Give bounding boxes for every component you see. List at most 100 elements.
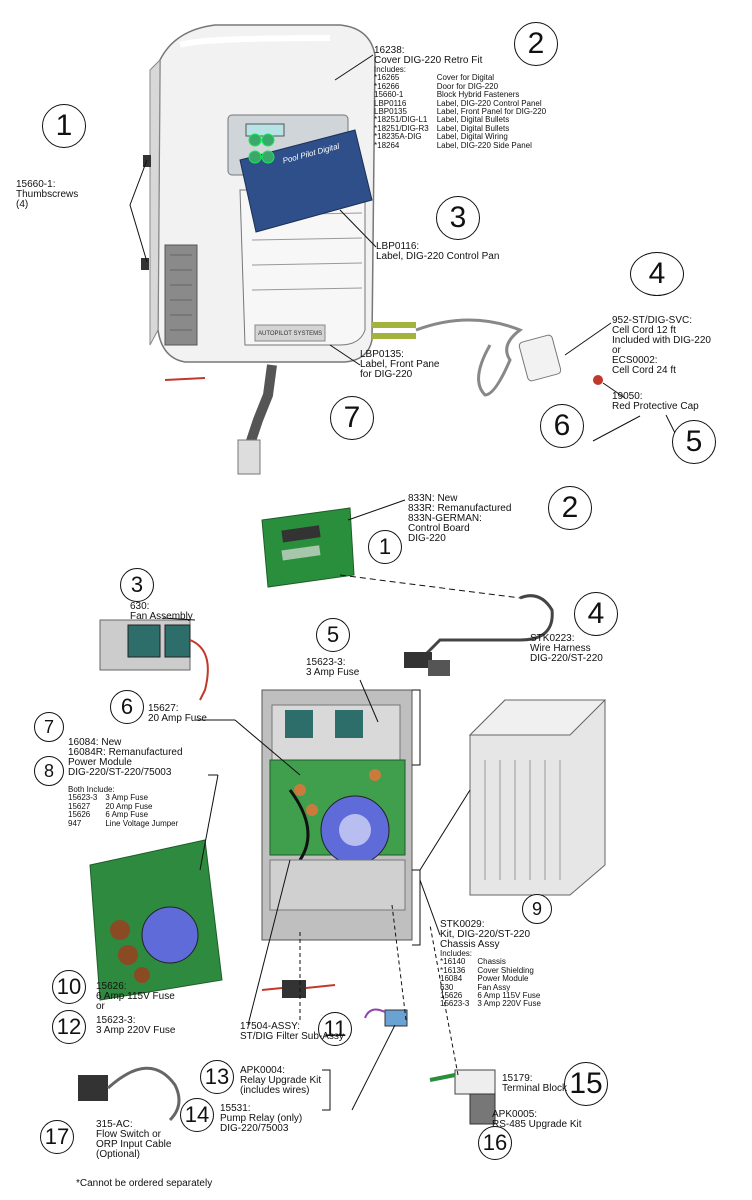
fuse6-name: 6 Amp 115V Fuse [96,991,175,1002]
pm-item-part: 947 [68,818,82,828]
rs485-part: APK0005: [492,1109,538,1120]
callout-top-4: 4 [630,252,684,296]
callout-top-2: 2 [514,22,558,66]
thumbscrews-qty: (4) [16,199,29,210]
fuse6-or: or [96,1001,105,1012]
chassis [261,689,413,941]
fuse3-220-name: 3 Amp 220V Fuse [96,1025,176,1036]
callout-bottom-5: 5 [316,618,350,652]
relay-kit-name: Relay Upgrade Kit [240,1075,322,1086]
red-cap-name: Red Protective Cap [612,401,699,412]
chassis-item-part: 15626 [440,991,463,1001]
chassis-item-part: *16136 [440,965,466,975]
relay-kit-label: APK0004: Relay Upgrade Kit (includes wir… [240,1066,321,1096]
terminal-block [429,1069,496,1125]
callout-top-6: 6 [540,404,584,448]
callout-top-1: 1 [42,104,86,148]
control-board-label: 833N: New 833R: Remanufactured 833N-GERM… [408,494,511,544]
fuse3-220-label: 15623-3: 3 Amp 220V Fuse [96,1016,176,1036]
power-module-model: DIG-220/ST-220/75003 [68,767,172,778]
chassis-item-part: *16140 [440,957,466,967]
power-module-new: 16084: New [68,737,122,748]
cover-item-desc: Label, Digital Bullets [436,115,510,125]
rs485-name: RS-485 Upgrade Kit [492,1119,582,1130]
cover-shielding [468,699,607,896]
control-board-name: Control Board [408,523,470,534]
fuse3-220-part: 15623-3: [96,1015,136,1026]
front-label-part: LBP0135: [360,349,404,360]
callout-top-7: 7 [330,396,374,440]
cover-item-desc: Label, DIG-220 Side Panel [436,140,532,150]
terminal-name: Terminal Block [502,1083,568,1094]
control-board [261,507,355,588]
cell-cord [372,318,603,397]
power-module-reman: 16084R: Remanufactured [68,747,183,758]
cell-cord-note: Included with DIG-220 [612,335,711,346]
control-panel-part: LBP0116: [376,241,420,252]
cover-item-part: *18251/DIG-L1 [374,115,428,125]
cover-item-part: *18264 [374,140,400,150]
fuse20-part: 15627: [148,703,179,714]
pm-item-part: 15626 [68,810,91,820]
power-module [89,839,223,1001]
thumbscrews-name: Thumbscrews [16,189,79,200]
flow-switch-cable [78,1066,181,1122]
flow-switch-name: Flow Switch or [96,1129,162,1140]
pm-item-desc: Line Voltage Jumper [105,818,179,828]
callout-bottom-13: 13 [200,1060,234,1094]
footnote: *Cannot be ordered separately [76,1178,213,1189]
callout-bottom-1: 1 [368,530,402,564]
control-panel-label [239,129,373,233]
chassis-item-part: 16084 [440,974,463,984]
chassis-item-part: 630 [440,982,454,992]
front-label-name: Label, Front Pane­ [360,359,440,370]
top-leader-lines [129,54,677,442]
cover-name: Cover DIG-220 Retro Fit [374,55,483,66]
callout-bottom-6: 6 [110,690,144,724]
pump-relay-name: Pump Relay (only) [220,1113,303,1124]
fuse6-label: 15626: 6 Amp 115V Fuse or [96,982,175,1012]
callout-bottom-12: 12 [52,1010,86,1044]
control-board-reman: 833R: Remanufactured [408,503,512,514]
pump-relay-model: DIG-220/75003 [220,1123,289,1134]
red-cap-part: 19050: [612,391,643,402]
flow-switch-alt: ORP Input Cable [96,1139,172,1150]
cover-part: 16238: [374,45,405,56]
cover-item-part: *18251/DIG-R3 [374,123,429,133]
cover-item-part: 15660-1 [374,90,404,100]
pm-item-desc: 20 Amp Fuse [105,801,153,811]
fan-name: Fan Assembly [130,611,193,622]
cell-cord-label: 952-ST/DIG-SVC: Cell Cord 12 ft Included… [612,316,711,376]
fuse20-name: 20 Amp Fuse [148,713,207,724]
fan-label: 630: Fan Assembly [130,602,193,622]
fuse6-part: 15626: [96,981,127,992]
power-module-name: Power Module [68,757,132,768]
power-module-label: 16084: New 16084R: Remanufactured Power … [68,738,183,778]
callout-top-5: 5 [672,420,716,464]
fan-assembly [99,619,209,701]
cover-item-desc: Label, Digital Bullets [436,123,510,133]
chassis-item-desc: Fan Assy [477,982,511,992]
callout-bottom-3: 3 [120,568,154,602]
control-board-model: DIG-220 [408,533,446,544]
board-harness-dash [339,574,521,599]
cover-item-desc: Label, Digital Wiring [436,132,508,142]
rs485-label: APK0005: RS-485 Upgrade Kit [492,1110,582,1130]
fuse3-name: 3 Amp Fuse [306,667,360,678]
cover-item-part: *18235A-DIG [374,132,422,142]
control-panel-label-text: LBP0116: Label, DIG-220 Control Pan­ [376,242,499,262]
front-label-model: for DIG-220 [360,369,413,380]
chassis-item-desc: Cover Shielding [477,965,534,975]
chassis-item-part: 15623-3 [440,999,470,1009]
power-module-include-title: Both Include: [68,785,115,794]
control-board-new: 833N: New [408,493,458,504]
relay-kit-note: (includes wires) [240,1085,310,1096]
wire-harness-part: STK0223: [530,633,575,644]
pump-relay-part: 15531: [220,1103,251,1114]
pm-item-part: 15627 [68,801,91,811]
cover-item-desc: Label, Front Panel for DIG-220 [436,107,547,117]
thumbscrews-part: 15660-1: [16,179,56,190]
